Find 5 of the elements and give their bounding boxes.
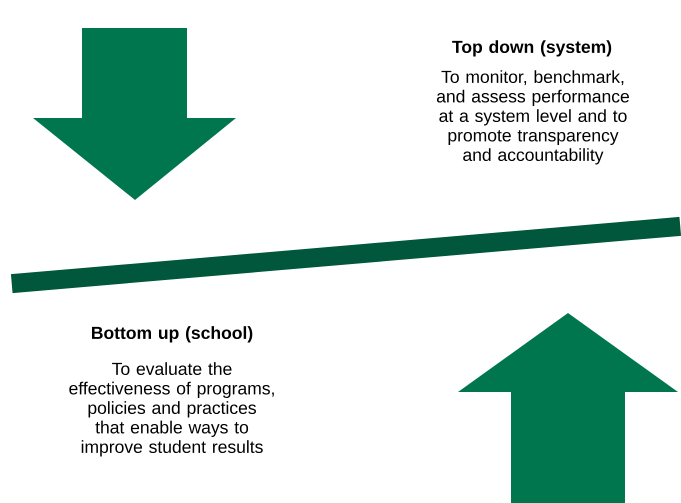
seesaw-beam [10, 216, 681, 294]
heading: Top down (system) [452, 40, 612, 57]
heading: Bottom up (school) [92, 326, 252, 343]
description-text: To evaluate the effectiveness of programs, policies and practices that enable ways to improve student results [69, 362, 274, 456]
description-text: To monitor, benchmark, and assess performance at a system level and to promote transparency and accountability [436, 70, 629, 165]
